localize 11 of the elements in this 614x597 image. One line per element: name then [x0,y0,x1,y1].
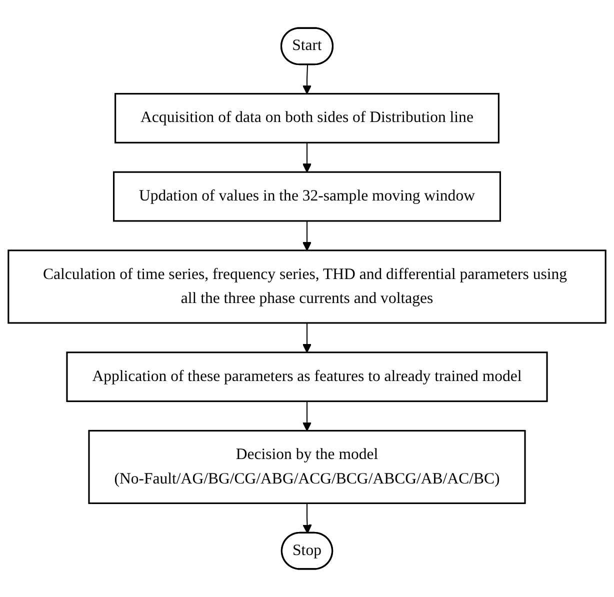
node-box: Acquisition of data on both sides of Distribution line [114,92,500,144]
arrow [302,401,312,432]
node-box: Updation of values in the 32-sample moving window [113,171,501,222]
arrow [302,220,312,251]
node-box: Calculation of time series, frequency series, THD and differential parameters using all the three phase currents and voltages [8,250,606,324]
arrow [302,142,312,172]
arrow [302,64,312,94]
node-box: Application of these parameters as features to already trained model [66,352,548,402]
arrow [302,503,312,534]
arrow [302,322,312,353]
node-box: Decision by the model (No-Fault/AG/BG/CG/ABG/ACG/BCG/ABCG/AB/AC/BC) [88,430,526,504]
